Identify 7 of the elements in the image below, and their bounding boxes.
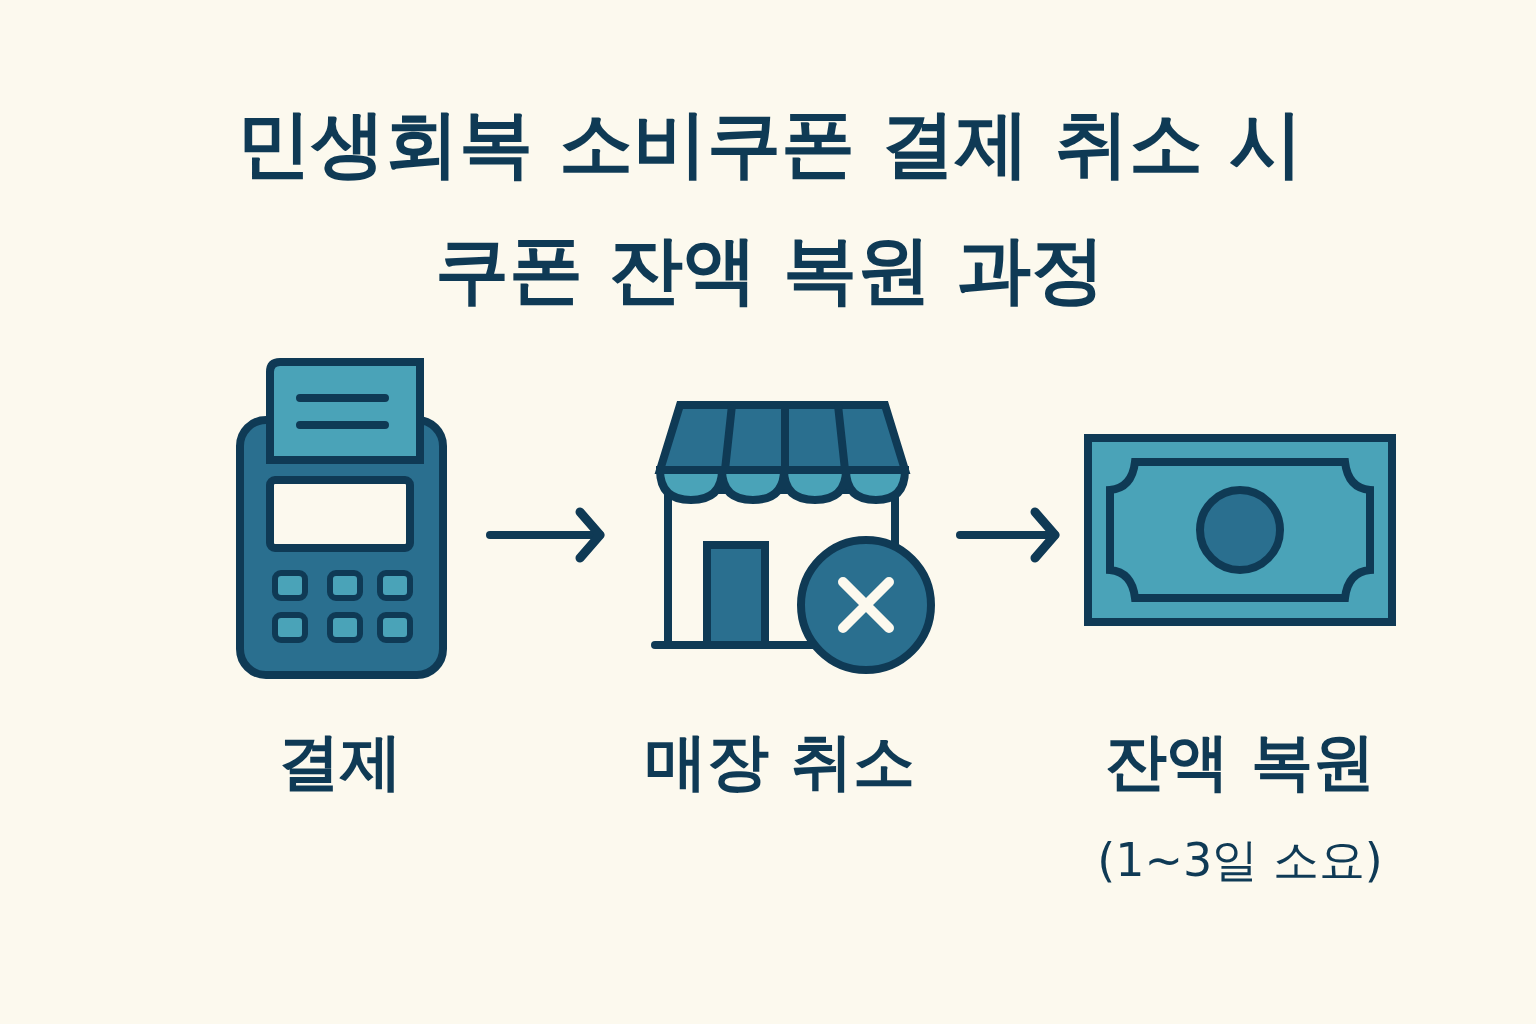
arrow [486,507,605,563]
arrow [956,507,1060,563]
title: 민생회복 소비쿠폰 결제 취소 시 쿠폰 잔액 복원 과정 [236,99,1304,314]
step-label: 매장 취소 [644,724,916,800]
duration-note: (1~3일 소요) [1096,832,1384,889]
step-label: 결제 [277,724,403,800]
step-label: 잔액 복원 [1104,724,1376,800]
